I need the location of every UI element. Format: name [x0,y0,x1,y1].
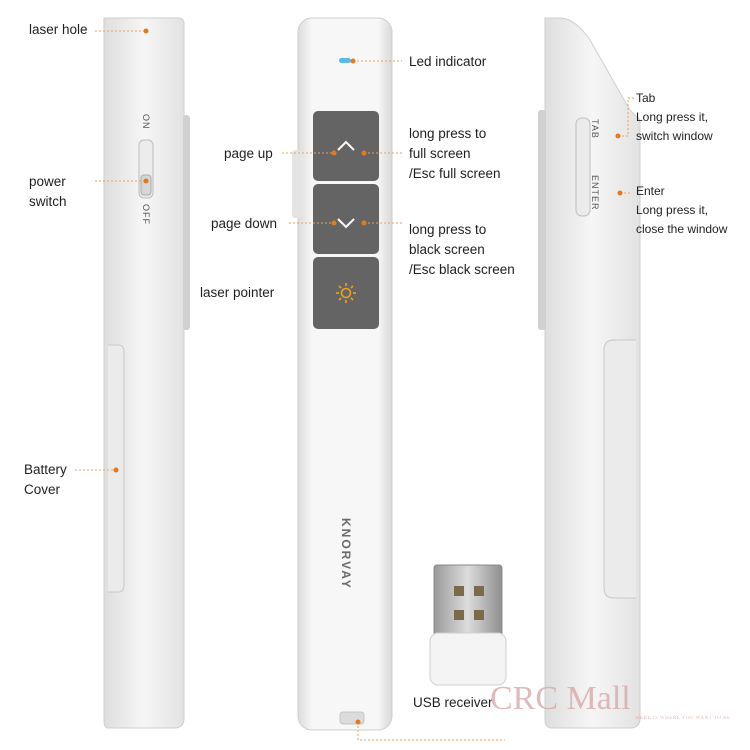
front-view [292,17,393,731]
right-side-view [538,17,641,729]
dot-battery-cover [113,467,119,473]
page-down-button [313,184,379,254]
marking-enter: ENTER [590,175,600,211]
dot-led [350,58,356,64]
marking-brand: KNORVAY [339,518,353,590]
usb-receiver [429,564,507,686]
label-up-desc: long press to full screen /Esc full scre… [409,126,501,181]
marking-on: ON [141,114,151,130]
left-side-view [103,17,190,729]
page-up-button [313,111,379,181]
dot-power-switch [143,178,149,184]
dot-page-down [331,220,337,226]
marking-tab: TAB [590,119,600,139]
power-switch-knob [140,174,152,196]
label-usb-receiver: USB receiver [413,695,493,710]
dot-tab [615,133,621,139]
dot-laser-hole [143,28,149,34]
dot-usb [355,719,361,725]
label-laser-pointer: laser pointer [200,285,275,300]
label-led-indicator: Led indicator [409,54,487,69]
watermark-logo: CRC Mall [490,680,631,717]
right-battery-cover [603,339,636,599]
label-power-switch: power switch [29,174,67,209]
chevron-down-icon [337,218,355,229]
sun-icon [336,283,356,303]
leader-tab [618,97,634,137]
label-battery-cover: Battery Cover [24,462,67,497]
dot-enter [617,190,623,196]
label-page-up: page up [224,146,273,161]
label-down-desc: long press to black screen /Esc black sc… [409,222,515,277]
label-page-down: page down [211,216,278,231]
chevron-up-icon [337,140,355,151]
dot-page-up [331,150,337,156]
laser-pointer-button [313,257,379,329]
dot-down-desc [361,220,367,226]
label-enter: Enter Long press it, close the window [636,184,728,236]
watermark-tagline: HERE IS WHERE YOU WANT TO BE [636,716,731,721]
dot-up-desc [361,150,367,156]
marking-off: OFF [141,204,151,225]
leader-usb [357,722,505,741]
label-tab: Tab Long press it, switch window [636,91,713,143]
led-indicator [339,58,351,63]
tab-enter-rocker [575,117,591,217]
label-laser-hole: laser hole [29,22,88,37]
